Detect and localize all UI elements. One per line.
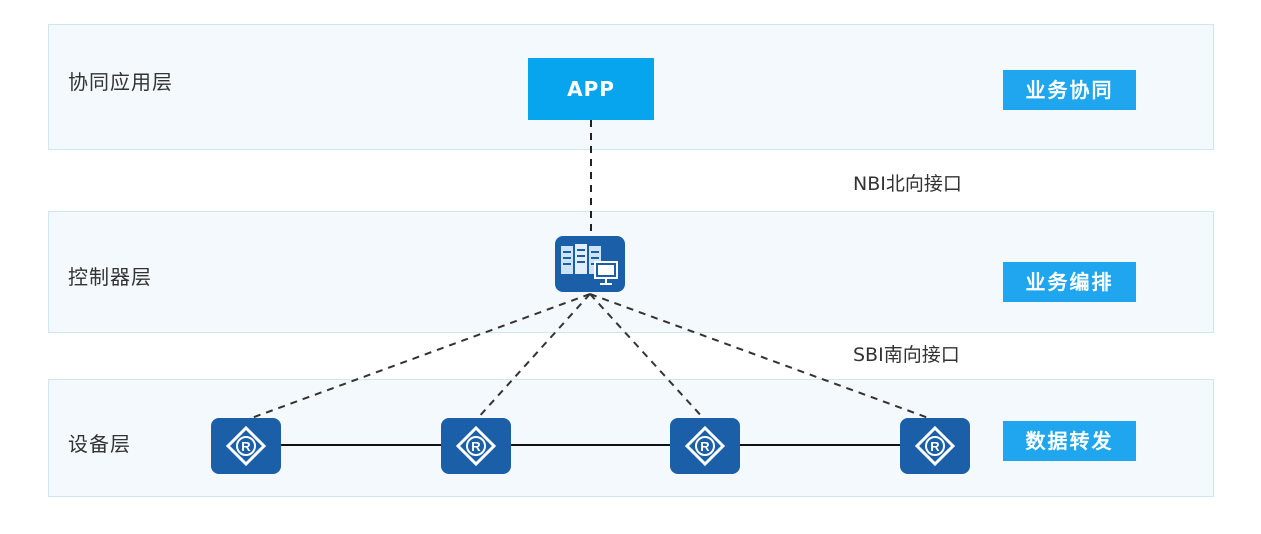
svg-text:R: R (930, 439, 940, 454)
router-icon: R (914, 425, 956, 467)
server-controller-icon (561, 244, 618, 285)
router-node-1: R (211, 418, 281, 474)
sbi-label: SBI南向接口 (853, 344, 960, 366)
sbi-link-4 (589, 293, 935, 421)
collab-layer-label: 协同应用层 (68, 70, 173, 94)
svg-text:R: R (241, 439, 251, 454)
app-box: APP (528, 58, 654, 120)
router-node-3: R (670, 418, 740, 474)
controller-node (555, 236, 625, 292)
router-icon: R (225, 425, 267, 467)
router-node-4: R (900, 418, 970, 474)
svg-text:R: R (471, 439, 481, 454)
forwarding-tag: 数据转发 (1003, 421, 1136, 461)
router-node-2: R (441, 418, 511, 474)
collab-tag: 业务协同 (1003, 70, 1136, 110)
controller-layer-label: 控制器层 (68, 265, 152, 289)
nbi-label: NBI北向接口 (853, 173, 962, 195)
router-icon: R (684, 425, 726, 467)
router-icon: R (455, 425, 497, 467)
sbi-link-2 (475, 293, 591, 421)
orchestration-tag: 业务编排 (1003, 262, 1136, 302)
device-layer-label: 设备层 (68, 432, 131, 456)
sbi-link-3 (589, 293, 706, 421)
svg-text:R: R (700, 439, 710, 454)
sbi-link-1 (245, 293, 591, 421)
